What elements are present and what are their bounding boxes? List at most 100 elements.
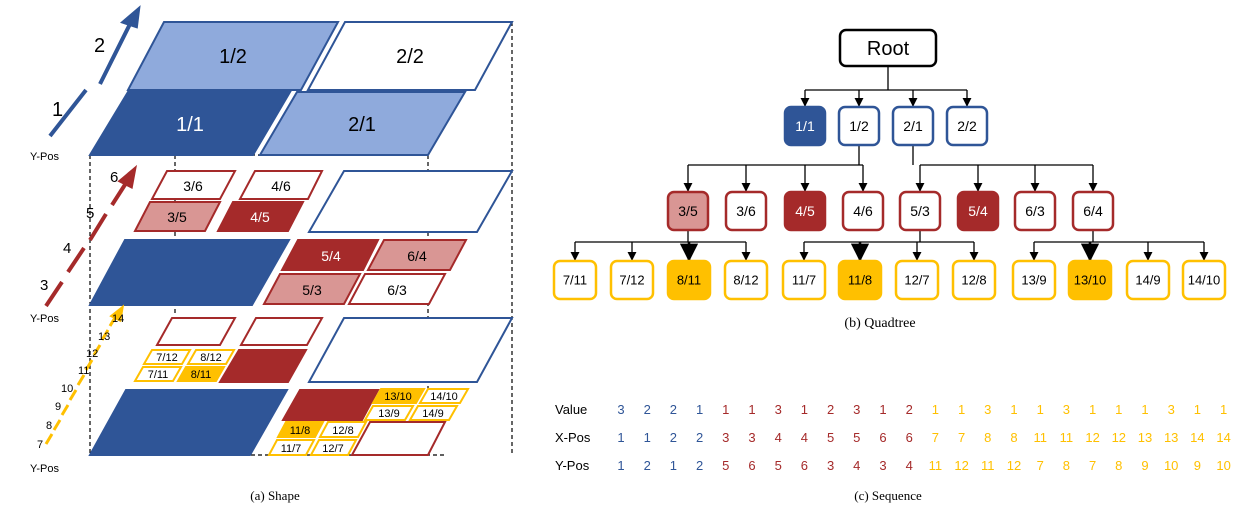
sequence-value: 2 bbox=[644, 402, 651, 417]
shape-cell-12-8-label: 12/8 bbox=[332, 425, 353, 437]
shape-cell-2-1-label: 2/1 bbox=[348, 114, 376, 136]
tree-level3-node bbox=[1011, 259, 1057, 301]
tree-level3-node bbox=[552, 259, 598, 301]
sequence-value: 1 bbox=[617, 458, 624, 473]
level2-arrows bbox=[44, 164, 138, 308]
tree-level2-node-label: 6/3 bbox=[1025, 203, 1045, 219]
sequence-value: 14 bbox=[1190, 430, 1204, 445]
sequence-value: 3 bbox=[775, 402, 782, 417]
sequence-value: 1 bbox=[958, 402, 965, 417]
shape-cell-outline-blue-upper bbox=[307, 170, 514, 233]
level3-arrow-label-14: 14 bbox=[112, 313, 124, 325]
shape-cell-2-2-label: 2/2 bbox=[396, 46, 424, 68]
sequence-value: 8 bbox=[1115, 458, 1122, 473]
sequence-value: 1 bbox=[1115, 402, 1122, 417]
sequence-value: 1 bbox=[879, 402, 886, 417]
tree-level3-node-label: 7/12 bbox=[619, 273, 644, 288]
shape-cell-13-9-label: 13/9 bbox=[378, 408, 399, 420]
sequence-value: 10 bbox=[1216, 458, 1230, 473]
tree-node-root-label: Root bbox=[867, 38, 910, 60]
y-pos-label-1: Y-Pos bbox=[30, 151, 59, 163]
tree-level3-node bbox=[666, 259, 712, 301]
sequence-value: 12 bbox=[1085, 430, 1099, 445]
sequence-value: 7 bbox=[932, 430, 939, 445]
sequence-value: 6 bbox=[906, 430, 913, 445]
sequence-value: 12 bbox=[1007, 458, 1021, 473]
tree-level2-node bbox=[666, 190, 710, 232]
shape-cell-14-10 bbox=[418, 388, 470, 404]
shape-cell-1-2-label: 1/2 bbox=[219, 46, 247, 68]
sequence-value: 2 bbox=[696, 458, 703, 473]
sequence-value: 6 bbox=[801, 458, 808, 473]
level3-arrow-label-11: 11 bbox=[78, 365, 89, 377]
shape-cell-7-12 bbox=[142, 349, 192, 365]
level2-arrow-label-5: 5 bbox=[86, 205, 94, 222]
level1-arrow-label-1: 1 bbox=[52, 99, 63, 121]
sequence-value: 2 bbox=[670, 402, 677, 417]
tree-level3-node bbox=[1067, 259, 1113, 301]
sequence-value: 12 bbox=[954, 458, 968, 473]
sequence-value: 7 bbox=[1089, 458, 1096, 473]
shape-cell-5-4 bbox=[280, 239, 380, 271]
sequence-value: 3 bbox=[879, 458, 886, 473]
shape-cell-4-6-label: 4/6 bbox=[271, 178, 291, 194]
sequence-value: 1 bbox=[748, 402, 755, 417]
shape-cell-1-2 bbox=[126, 21, 340, 91]
shape-cell-5-3-label: 5/3 bbox=[302, 282, 322, 298]
tree-level3-node-label: 14/9 bbox=[1135, 273, 1160, 288]
tree-level2-node-label: 4/6 bbox=[853, 203, 873, 219]
shape-cell-6-4-label: 6/4 bbox=[407, 248, 427, 264]
shape-panel: 1 2 Y-Pos 1/2 2/2 1/1 2/1 3 4 5 6 Y-Pos … bbox=[30, 5, 514, 503]
tree-level1-node-label: 1/2 bbox=[849, 118, 869, 134]
y-pos-label-2: Y-Pos bbox=[30, 313, 59, 325]
tree-level2-node bbox=[724, 190, 768, 232]
tree-level2-node-label: 5/3 bbox=[910, 203, 930, 219]
sequence-value: 1 bbox=[722, 402, 729, 417]
tree-level2-node-label: 4/5 bbox=[795, 203, 815, 219]
shape-cell-12-7 bbox=[309, 439, 358, 456]
shape-cell-5-4-label: 5/4 bbox=[321, 248, 341, 264]
tree-level2-node bbox=[1013, 190, 1057, 232]
level1-arrow-label-2: 2 bbox=[94, 35, 105, 57]
level2-arrow-label-4: 4 bbox=[63, 240, 71, 257]
sequence-value: 3 bbox=[827, 458, 834, 473]
shape-cell-outline-blue-lower bbox=[307, 317, 514, 383]
tree-level1-node bbox=[837, 105, 881, 147]
shape-cell-7-12-label: 7/12 bbox=[156, 352, 177, 364]
shape-cell-6-3 bbox=[347, 273, 447, 305]
sequence-value: 6 bbox=[879, 430, 886, 445]
level3-arrow-label-9: 9 bbox=[55, 401, 61, 413]
sequence-value: 1 bbox=[644, 430, 651, 445]
level3-arrow-label-12: 12 bbox=[86, 348, 98, 360]
sequence-row-label: X-Pos bbox=[555, 430, 591, 445]
sequence-value: 8 bbox=[984, 430, 991, 445]
sequence-row-label: Value bbox=[555, 402, 587, 417]
tree-level3-node-label: 13/9 bbox=[1021, 273, 1046, 288]
sequence-value: 2 bbox=[670, 430, 677, 445]
level2-arrow-label-6: 6 bbox=[110, 169, 118, 186]
level3-arrow-label-8: 8 bbox=[46, 420, 52, 432]
shape-cell-1-1-label: 1/1 bbox=[176, 114, 204, 136]
level3-arrows bbox=[44, 304, 125, 445]
sequence-value: 13 bbox=[1138, 430, 1152, 445]
sequence-value: 4 bbox=[801, 430, 808, 445]
sequence-value: 2 bbox=[696, 430, 703, 445]
tree-level3-node-label: 11/7 bbox=[792, 273, 816, 288]
tree-level2-node bbox=[898, 190, 942, 232]
shape-cell-2-2 bbox=[306, 21, 514, 91]
y-pos-label-3: Y-Pos bbox=[30, 463, 59, 475]
sequence-value: 1 bbox=[1141, 402, 1148, 417]
sequence-value: 4 bbox=[775, 430, 782, 445]
sequence-value: 1 bbox=[1194, 402, 1201, 417]
tree-level3-node-label: 8/11 bbox=[677, 273, 701, 288]
tree-level3-node bbox=[837, 259, 883, 301]
sequence-value: 1 bbox=[932, 402, 939, 417]
shape-cell-8-12-label: 8/12 bbox=[200, 352, 221, 364]
sequence-value: 5 bbox=[775, 458, 782, 473]
shape-cell-14-10-label: 14/10 bbox=[430, 391, 458, 403]
tree-level3-node bbox=[609, 259, 655, 301]
sequence-value: 1 bbox=[670, 458, 677, 473]
